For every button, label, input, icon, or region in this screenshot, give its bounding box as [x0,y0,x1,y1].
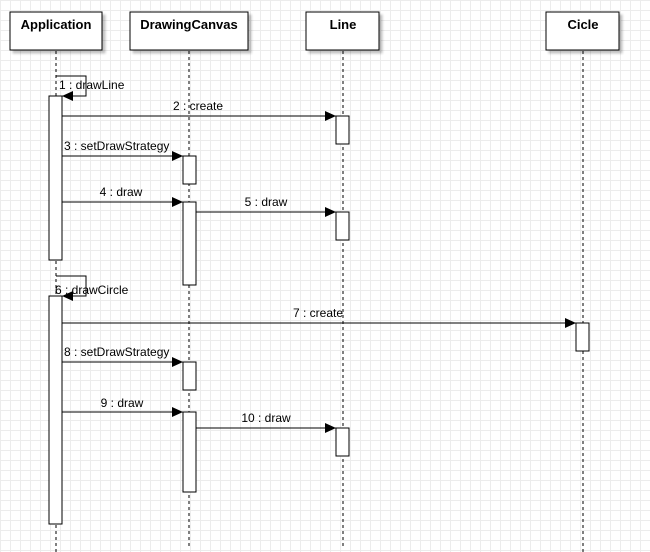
arrowhead [325,111,336,121]
activation-bar [182,361,197,391]
participant-label: Application [21,17,92,32]
message-6: 6 : drawCircle [55,275,129,301]
arrowhead [172,151,183,161]
message-5: 5 : draw [196,195,336,217]
message-label: 10 : draw [241,411,291,425]
message-label: 7 : create [293,306,343,320]
arrowhead [325,207,336,217]
message-7: 7 : create [62,306,576,328]
arrowhead [62,91,73,101]
message-label: 1 : drawLine [59,78,125,92]
activation-bar [48,295,63,525]
participant-label: Cicle [567,17,598,32]
message-3: 3 : setDrawStrategy [62,139,183,161]
participant-application[interactable]: Application [9,11,103,51]
activation-bar [182,201,197,286]
activation-bar [335,211,350,241]
message-label: 5 : draw [245,195,288,209]
message-10: 10 : draw [196,411,336,433]
arrowhead [172,357,183,367]
message-label: 9 : draw [101,396,144,410]
message-label: 8 : setDrawStrategy [64,345,169,359]
participant-drawing-canvas[interactable]: DrawingCanvas [129,11,249,51]
activation-bar [182,411,197,493]
participant-label: Line [330,17,357,32]
arrowhead [62,291,73,301]
message-label: 2 : create [173,99,223,113]
message-label: 3 : setDrawStrategy [64,139,169,153]
activation-bar [575,322,590,352]
activation-bar [182,155,197,185]
message-label: 4 : draw [100,185,143,199]
message-1: 1 : drawLine [56,75,125,101]
activation-bar [48,95,63,261]
participant-cicle[interactable]: Cicle [545,11,620,51]
participant-line[interactable]: Line [305,11,380,51]
activation-bar [335,427,350,457]
arrowhead [565,318,576,328]
message-2: 2 : create [62,99,336,121]
message-arrow [56,75,87,97]
message-label: 6 : drawCircle [55,283,129,297]
arrowhead [172,407,183,417]
message-arrow [56,275,87,297]
message-9: 9 : draw [62,396,183,417]
activation-bar [335,115,350,145]
arrowhead [325,423,336,433]
participant-label: DrawingCanvas [140,17,238,32]
arrowhead [172,197,183,207]
message-8: 8 : setDrawStrategy [62,345,183,367]
message-4: 4 : draw [62,185,183,207]
